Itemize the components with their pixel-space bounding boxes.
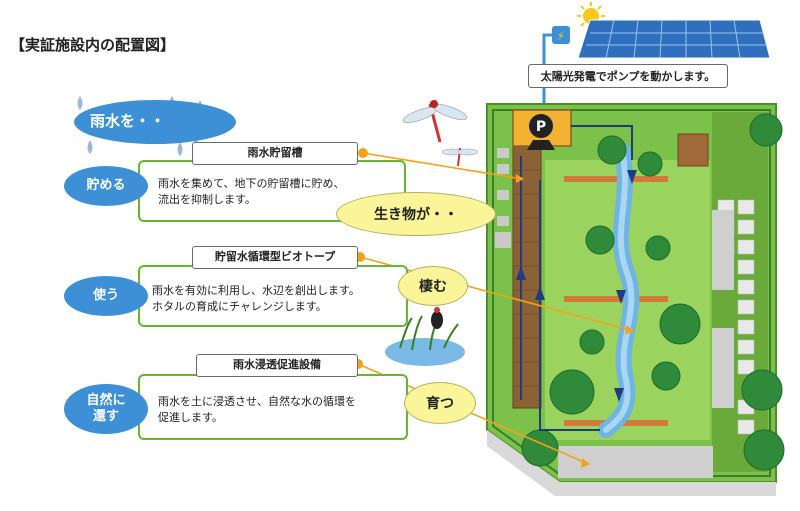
return-verb-line-2: 還す — [92, 409, 119, 424]
facility-site: P — [486, 103, 785, 496]
rain-ellipse — [74, 100, 236, 144]
solar-caption: 太陽光発電でポンプを動かします。 — [528, 64, 728, 88]
infiltration-desc-line-2: 促進します。 — [158, 411, 223, 424]
store-verb: 貯める — [64, 166, 148, 206]
page-title: 【実証施設内の配置図】 — [10, 36, 176, 54]
infiltration-tag: 雨水浸透促進設備 — [196, 354, 358, 377]
grow-bubble: 育つ — [404, 382, 476, 424]
creatures-bubble: 生き物が・・ — [336, 192, 496, 236]
svg-text:⚡: ⚡ — [557, 29, 565, 43]
return-to-nature-verb: 自然に 還す — [64, 384, 148, 434]
pond-firefly-icon — [385, 307, 465, 366]
use-verb: 使う — [64, 276, 148, 316]
infiltration-desc-line-1: 雨水を土に浸透させ、自然な水の循環を — [158, 395, 356, 408]
solar-panel-icon: ⚡ — [542, 2, 771, 105]
storage-desc-line-1: 雨水を集めて、地下の貯留槽に貯め、 — [158, 177, 345, 190]
dragonfly-icon — [402, 100, 468, 143]
dragonfly-small-icon — [441, 147, 479, 167]
storage-desc-line-2: 流出を抑制します。 — [158, 193, 256, 206]
storage-tank-tag: 雨水貯留槽 — [192, 142, 358, 165]
rain-label: 雨水を・・ — [90, 112, 166, 130]
biotope-desc-line-1: 雨水を有効に利用し、水辺を創出します。 — [152, 284, 360, 297]
biotope-tag: 貯留水循環型ビオトープ — [192, 246, 358, 269]
pump-label: P — [536, 119, 546, 135]
inhabit-bubble: 棲む — [398, 266, 468, 306]
return-verb-line-1: 自然に — [86, 393, 126, 408]
biotope-desc-line-2: ホタルの育成にチャレンジします。 — [152, 300, 327, 313]
